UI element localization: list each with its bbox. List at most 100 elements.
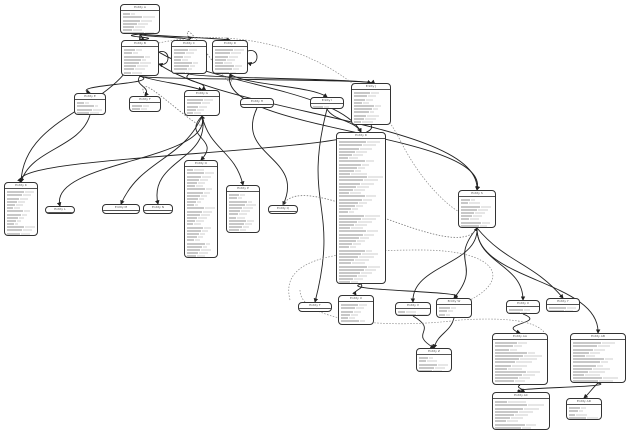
entity-node[interactable]: Entity AD: [566, 398, 602, 420]
field-type: [358, 166, 366, 169]
field-name: [229, 197, 237, 200]
field-type: [565, 310, 573, 311]
entity-node[interactable]: Entity O: [184, 160, 218, 258]
field-name: [123, 19, 140, 22]
entity-node[interactable]: Entity H: [240, 98, 274, 108]
entity-node[interactable]: Entity G: [184, 90, 220, 116]
entity-field: [573, 351, 623, 354]
entity-node[interactable]: Entity Z: [416, 348, 452, 372]
entity-node[interactable]: Entity K: [4, 182, 38, 236]
field-name: [573, 380, 598, 382]
entity-node[interactable]: Entity R: [336, 132, 386, 284]
field-name: [77, 105, 94, 108]
entity-node[interactable]: Entity AA: [492, 333, 548, 385]
entity-field: [354, 117, 388, 120]
entity-field: [7, 197, 35, 200]
entity-node[interactable]: Entity W: [436, 298, 472, 318]
entity-field: [229, 222, 257, 225]
entity-fields: [130, 103, 160, 111]
entity-node[interactable]: Entity U: [338, 295, 374, 325]
relationship-edge: [155, 115, 204, 205]
field-type: [201, 194, 207, 197]
field-type: [323, 106, 329, 108]
entity-node[interactable]: Entity J: [351, 83, 391, 125]
field-name: [569, 410, 578, 413]
field-name: [339, 262, 351, 265]
entity-node[interactable]: Entity F: [129, 96, 161, 112]
entity-node[interactable]: Entity P: [226, 185, 260, 233]
field-name: [549, 310, 565, 311]
entity-field: [187, 232, 215, 235]
entity-fields: [185, 167, 217, 257]
entity-node[interactable]: Entity B: [121, 40, 159, 76]
relationship-edge: [476, 227, 564, 299]
field-type: [600, 361, 608, 364]
field-type: [362, 252, 379, 255]
dotted-boundary-edge: [288, 249, 494, 301]
entity-field: [7, 200, 35, 203]
entity-node[interactable]: Entity N: [143, 204, 173, 214]
field-name: [339, 236, 360, 239]
entity-field: [495, 380, 545, 383]
field-type: [354, 169, 361, 172]
entity-node[interactable]: Entity Y: [546, 298, 580, 312]
entity-node[interactable]: Entity M: [102, 204, 140, 214]
entity-node[interactable]: Entity A: [120, 4, 160, 34]
field-type: [142, 58, 147, 61]
entity-node[interactable]: Entity V: [395, 302, 431, 316]
entity-fields: [437, 305, 471, 317]
entity-fields: [75, 100, 105, 114]
entity-node[interactable]: Entity AC: [492, 392, 550, 430]
relationship-edge: [410, 227, 478, 303]
field-type: [140, 19, 152, 22]
entity-field: [339, 201, 383, 204]
entity-node[interactable]: Entity AB: [570, 333, 626, 383]
entity-node[interactable]: Entity T: [298, 302, 332, 312]
entity-node[interactable]: Entity X: [506, 300, 540, 314]
entity-field: [7, 223, 35, 226]
entity-field: [229, 197, 257, 200]
entity-field: [215, 52, 245, 55]
entity-field: [215, 49, 245, 52]
field-type: [450, 307, 456, 310]
entity-field: [461, 215, 493, 218]
field-name: [339, 230, 367, 233]
field-name: [187, 181, 197, 184]
entity-field: [509, 309, 537, 312]
field-type: [203, 245, 207, 248]
relationship-edge: [186, 73, 207, 91]
field-name: [124, 49, 135, 52]
entity-field: [187, 204, 215, 207]
entity-field: [187, 108, 217, 111]
field-name: [339, 160, 365, 163]
entity-node[interactable]: Entity E: [74, 93, 106, 115]
entity-field: [7, 207, 35, 210]
entity-node[interactable]: Entity L: [45, 206, 75, 214]
field-name: [132, 105, 143, 108]
field-type: [240, 229, 246, 232]
field-name: [187, 210, 202, 213]
entity-fields: [185, 97, 219, 115]
field-type: [85, 102, 89, 105]
field-type: [354, 278, 363, 281]
entity-field: [495, 364, 545, 367]
field-type: [472, 215, 482, 218]
field-type: [367, 176, 383, 179]
field-type: [362, 163, 370, 166]
entity-node[interactable]: Entity I: [310, 97, 344, 109]
field-name: [341, 304, 358, 307]
relationship-edge: [512, 313, 531, 334]
relationship-edge: [453, 227, 478, 299]
field-name: [187, 207, 204, 210]
entity-node[interactable]: Entity Q: [268, 205, 298, 214]
entity-node[interactable]: Entity C: [171, 40, 207, 74]
field-type: [480, 205, 492, 208]
entity-fields: [507, 307, 539, 313]
entity-field: [495, 407, 547, 410]
entity-node[interactable]: Entity S: [458, 190, 496, 228]
field-name: [461, 215, 472, 218]
entity-fields: [122, 47, 158, 75]
entity-field: [339, 195, 383, 198]
entity-node[interactable]: Entity D: [212, 40, 248, 74]
entity-field: [339, 262, 383, 265]
